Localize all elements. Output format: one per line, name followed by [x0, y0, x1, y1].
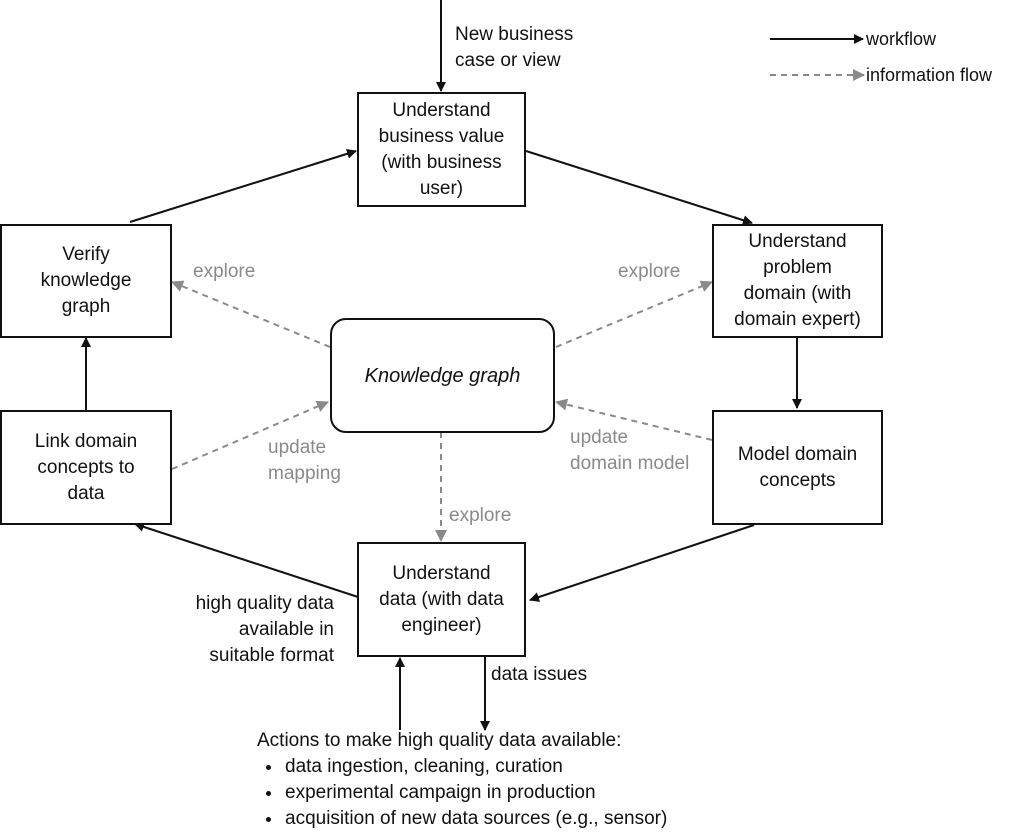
arrow-data-to-link: [134, 522, 359, 598]
arrow-model-to-data: [529, 524, 755, 602]
label-new-business-case: New business case or view: [455, 24, 574, 71]
label-explore-left: explore: [193, 261, 256, 282]
label-update-domain-model: update domain model: [570, 427, 690, 474]
actions-item: acquisition of new data sources (e.g., s…: [283, 806, 667, 832]
actions-item: experimental campaign in production: [283, 780, 667, 806]
legend-information-flow-label: information flow: [866, 65, 993, 85]
arrow-verify-to-business: [129, 148, 357, 223]
legend-workflow-label: workflow: [866, 29, 937, 49]
node-model-domain-concepts: Model domain concepts: [712, 410, 883, 525]
node-understand-problem-domain: Understand problem domain (with domain e…: [712, 224, 883, 338]
actions-title: Actions to make high quality data availa…: [257, 730, 622, 751]
label-explore-bottom: explore: [449, 505, 512, 526]
node-link-domain-concepts: Link domain concepts to data: [0, 410, 172, 525]
label-data-issues: data issues: [491, 664, 588, 685]
node-understand-data: Understand data (with data engineer): [357, 542, 526, 657]
arrow-business-to-problem: [525, 150, 753, 226]
info-explore-verify: [171, 280, 331, 348]
actions-block: Actions to make high quality data availa…: [257, 728, 667, 832]
actions-list: data ingestion, cleaning, curation exper…: [257, 754, 667, 832]
label-update-mapping: update mapping: [268, 437, 341, 484]
label-high-quality-data: high quality data available in suitable …: [195, 593, 334, 666]
node-knowledge-graph: Knowledge graph: [330, 318, 555, 433]
info-update-domain-model: [555, 398, 713, 441]
info-explore-problem: [555, 280, 713, 348]
label-explore-right: explore: [618, 261, 681, 282]
node-verify-knowledge-graph: Verify knowledge graph: [0, 224, 172, 338]
actions-item: data ingestion, cleaning, curation: [283, 754, 667, 780]
node-understand-business-value: Understand business value (with business…: [357, 92, 526, 207]
